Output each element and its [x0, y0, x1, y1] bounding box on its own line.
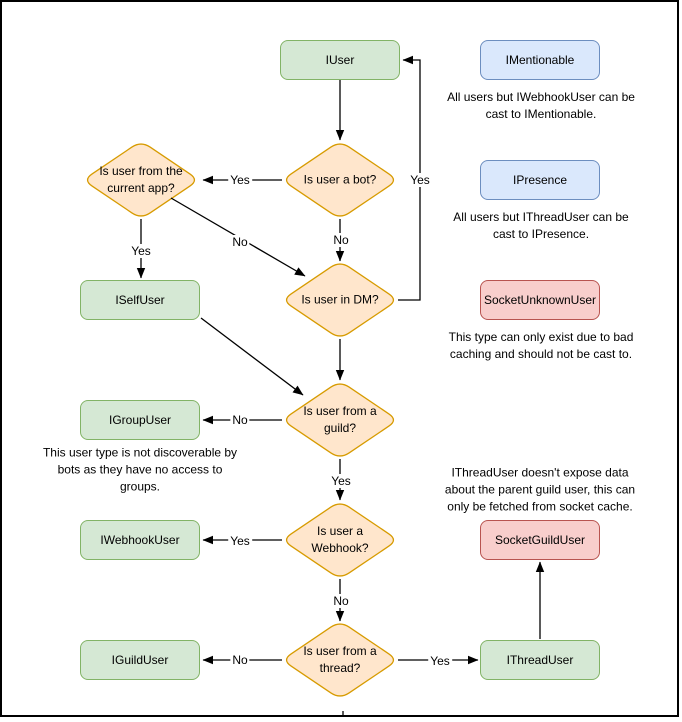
- decision-label-q-app: Is user from the current app?: [99, 164, 183, 195]
- node-label-iuser: IUser: [325, 53, 355, 67]
- decision-q-bot: [285, 143, 395, 217]
- node-label-iguilduser: IGuildUser: [111, 653, 169, 667]
- edge-label-app-to-dm: No: [230, 235, 250, 249]
- note-imentionable-note: All users but IWebhookUser can be cast t…: [447, 90, 635, 121]
- decision-label-q-guild: Is user from a guild?: [303, 404, 377, 435]
- node-socketguilduser: SocketGuildUser: [480, 520, 600, 560]
- node-iuser: IUser: [280, 40, 400, 80]
- edge-label-thread-to-iguilduser: No: [230, 653, 250, 667]
- node-label-ithreaduser: IThreadUser: [506, 653, 574, 667]
- edge-selfuser-to-guild: [200, 317, 304, 396]
- node-imentionable: IMentionable: [480, 40, 600, 80]
- node-label-igroupuser: IGroupUser: [108, 413, 172, 427]
- edge-label-webhook-to-thread: No: [331, 594, 351, 608]
- node-label-iwebhookuser: IWebhookUser: [100, 533, 180, 547]
- edge-label-app-to-selfuser: Yes: [129, 244, 153, 258]
- decision-q-thread: [285, 623, 395, 697]
- node-iwebhookuser: IWebhookUser: [80, 520, 200, 560]
- note-ithreaduser-note: IThreadUser doesn't expose data about th…: [444, 465, 636, 514]
- edge-label-dm-to-iuser: Yes: [408, 173, 432, 187]
- node-label-socketunknownuser: SocketUnknownUser: [483, 293, 597, 307]
- node-ithreaduser: IThreadUser: [480, 640, 600, 680]
- decision-label-q-bot: Is user a bot?: [303, 172, 377, 187]
- node-socketunknownuser: SocketUnknownUser: [480, 280, 600, 320]
- decision-q-dm: [285, 263, 395, 337]
- edge-label-guild-to-group: No: [230, 413, 250, 427]
- decision-q-app: [86, 143, 196, 217]
- node-iguilduser: IGuildUser: [80, 640, 200, 680]
- note-socketunknownuser-note: This type can only exist due to bad cach…: [448, 330, 634, 361]
- edge-label-thread-to-ithreaduser: Yes: [428, 654, 452, 668]
- note-ipresence-note: All users but IThreadUser can be cast to…: [453, 210, 629, 241]
- edge-label-bot-to-app: Yes: [228, 173, 252, 187]
- note-igroupuser-note: This user type is not discoverable by bo…: [42, 445, 238, 494]
- node-label-socketguilduser: SocketGuildUser: [494, 533, 586, 547]
- edge-label-guild-to-webhook: Yes: [329, 474, 353, 488]
- edge-label-bot-to-dm: No: [331, 233, 351, 247]
- node-label-ipresence: IPresence: [512, 173, 568, 187]
- decision-label-q-webhook: Is user a Webhook?: [311, 524, 369, 555]
- edge-label-webhook-to-iwebhookuser: Yes: [228, 534, 252, 548]
- node-label-imentionable: IMentionable: [505, 53, 575, 67]
- decision-label-q-thread: Is user from a thread?: [303, 644, 377, 675]
- decision-q-guild: [285, 383, 395, 457]
- node-ipresence: IPresence: [480, 160, 600, 200]
- node-iselfuser: ISelfUser: [80, 280, 200, 320]
- decision-label-q-dm: Is user in DM?: [301, 292, 379, 307]
- node-label-iselfuser: ISelfUser: [115, 293, 165, 307]
- node-igroupuser: IGroupUser: [80, 400, 200, 440]
- decision-q-webhook: [285, 503, 395, 577]
